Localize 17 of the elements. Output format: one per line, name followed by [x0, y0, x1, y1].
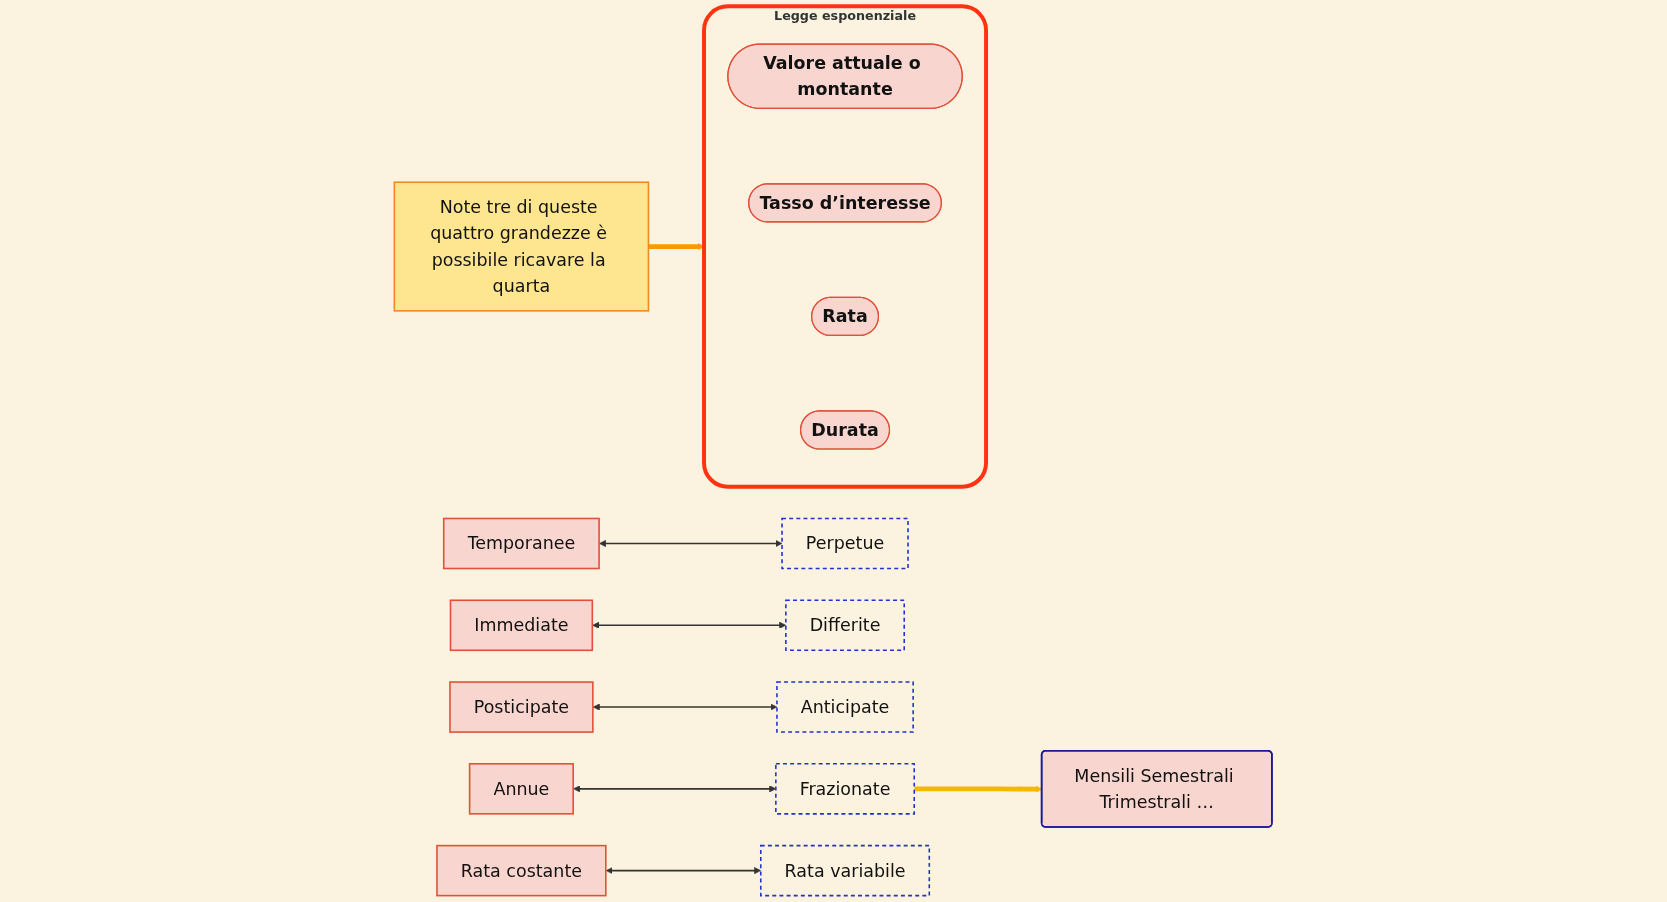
node-box: Immediate	[450, 599, 594, 652]
node-box: Anticipate	[776, 681, 915, 733]
node-box: Temporanee	[443, 517, 601, 570]
arrow	[914, 785, 1043, 793]
node-box: Rata costante	[436, 844, 607, 897]
node-box: Posticipate	[449, 681, 594, 733]
node-box: Rata variabile	[760, 844, 931, 897]
node-box: Note tre di queste quattro grandezze è possibile ricavare la quarta	[393, 181, 650, 312]
arrow	[573, 785, 777, 793]
arrow	[606, 867, 762, 875]
arrow	[593, 703, 778, 711]
arrow	[592, 621, 787, 629]
node-box: Frazionate	[775, 763, 916, 815]
node-box: Differite	[785, 599, 906, 652]
arrow	[599, 540, 783, 547]
node-box: Perpetue	[781, 517, 910, 570]
node-box: Annue	[469, 763, 575, 815]
